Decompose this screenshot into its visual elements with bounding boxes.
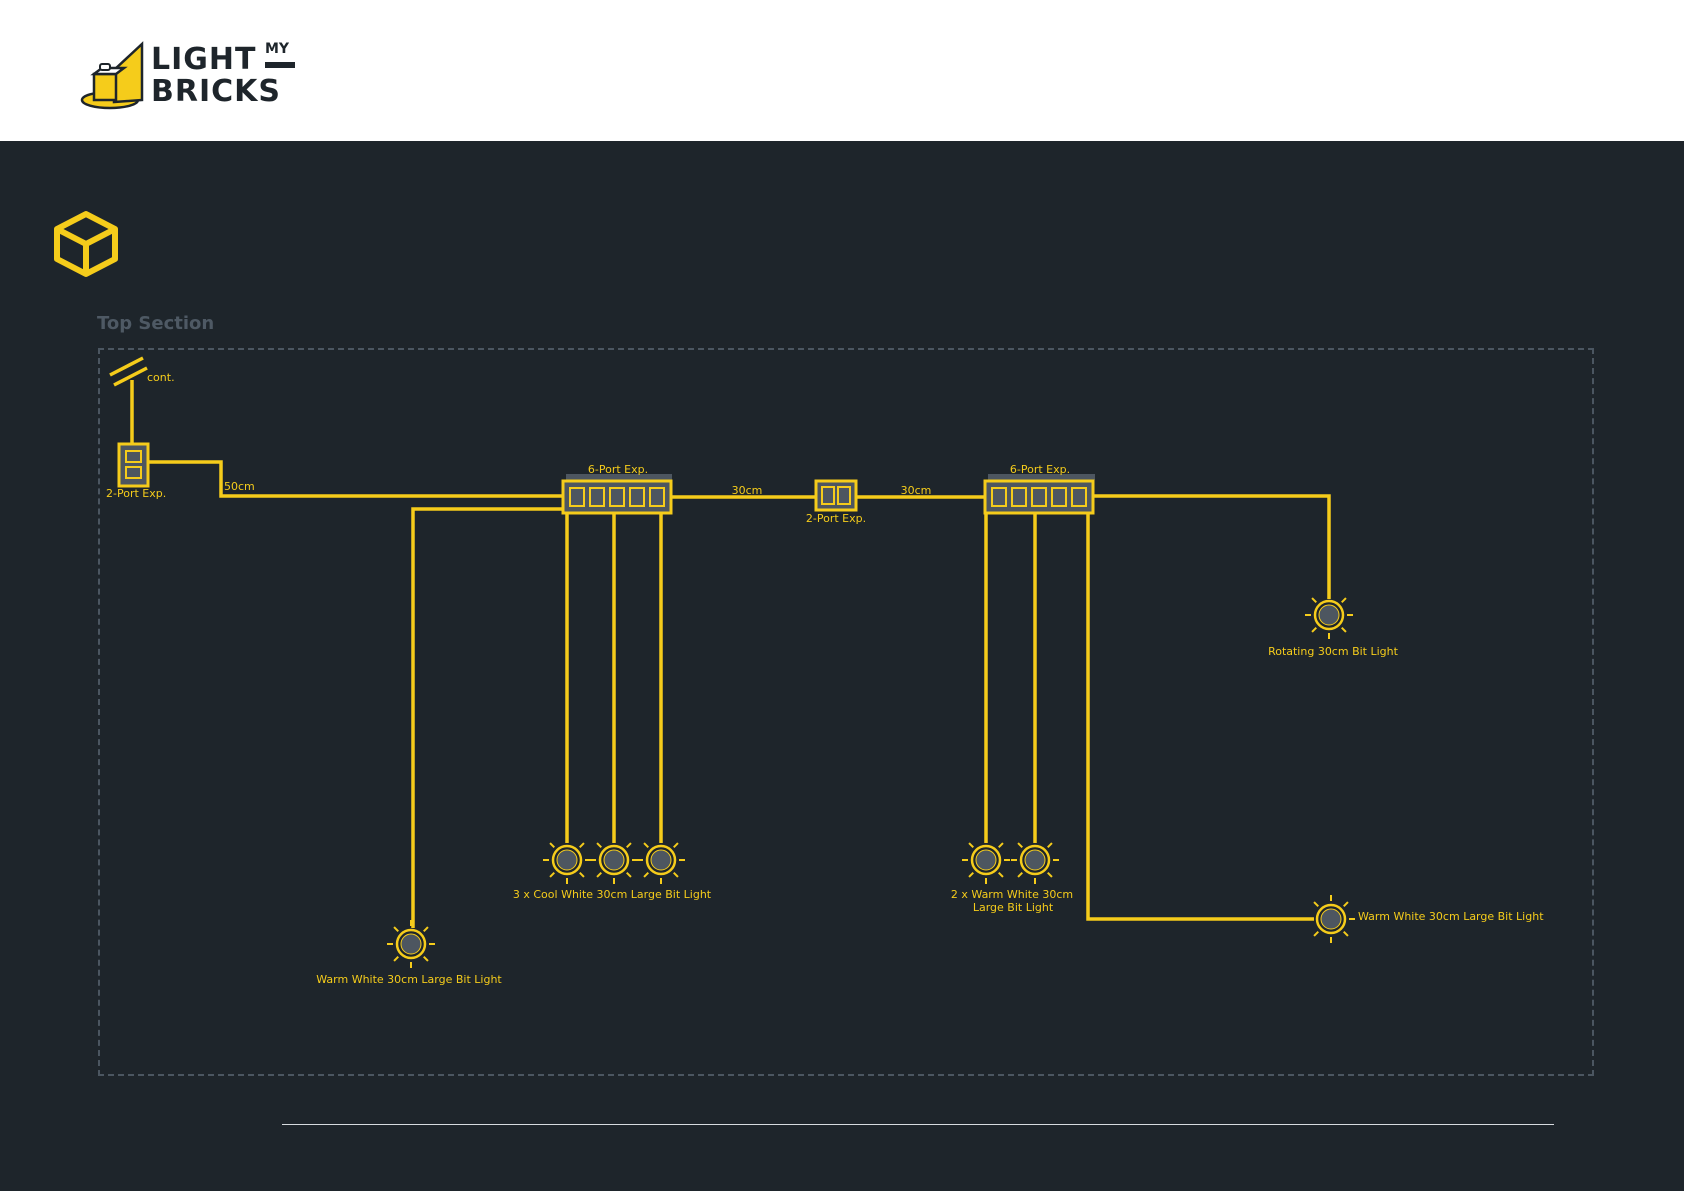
expansion-board-icon	[816, 481, 856, 510]
expansion-board-icon	[563, 474, 672, 513]
exp2-left-label: 2-Port Exp.	[106, 487, 166, 500]
cont-label: cont.	[147, 371, 175, 384]
exp6-right-label: 6-Port Exp.	[1010, 463, 1070, 476]
light-bulb-icon	[962, 836, 1010, 884]
cable-30cm-right-label: 30cm	[901, 484, 932, 497]
light-bulb-icon	[387, 920, 435, 968]
cable-cut-icon	[110, 358, 147, 385]
light-rotating-label: Rotating 30cm Bit Light	[1268, 645, 1399, 658]
light-bulb-icon	[543, 836, 591, 884]
wire-warm-right	[1088, 513, 1314, 919]
expansion-board-icon	[119, 444, 148, 486]
exp6-left-label: 6-Port Exp.	[588, 463, 648, 476]
wire-rotating	[1093, 496, 1329, 599]
lights-cool-label: 3 x Cool White 30cm Large Bit Light	[513, 888, 712, 901]
exp2-mid-label: 2-Port Exp.	[806, 512, 866, 525]
light-bulb-icon	[637, 836, 685, 884]
light-bulb-icon	[590, 836, 638, 884]
lights-warm-2-label-line2: Large Bit Light	[973, 901, 1054, 914]
expansion-board-icon	[985, 474, 1095, 513]
wire-warm-left	[413, 509, 563, 928]
light-bulb-icon	[1307, 895, 1355, 943]
light-warm-right-label: Warm White 30cm Large Bit Light	[1358, 910, 1544, 923]
wire-50cm	[148, 462, 563, 496]
light-warm-left-label: Warm White 30cm Large Bit Light	[316, 973, 502, 986]
lights-warm-2-label-line1: 2 x Warm White 30cm	[951, 888, 1073, 901]
cable-50cm-label: 50cm	[224, 480, 255, 493]
light-bulb-icon	[1011, 836, 1059, 884]
cable-30cm-left-label: 30cm	[732, 484, 763, 497]
footer-divider	[282, 1124, 1554, 1125]
